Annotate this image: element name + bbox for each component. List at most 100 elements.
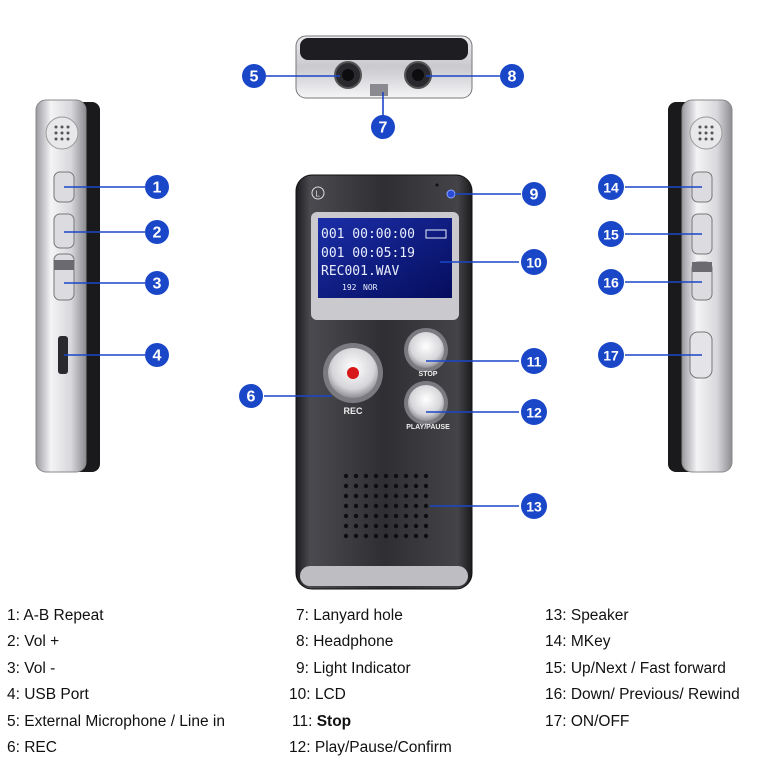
speaker-hole: [363, 503, 369, 509]
speaker-hole: [373, 473, 379, 479]
front-view: L 001 00:00:00 001 00:05:19 REC001.WAV 1…: [295, 174, 473, 590]
speaker-hole: [393, 503, 399, 509]
speaker-hole: [343, 483, 349, 489]
speaker-hole: [353, 493, 359, 499]
legend-item-9: 9: Light Indicator: [296, 660, 411, 677]
legend-item-11-number: 11:: [292, 713, 317, 730]
speaker-hole: [373, 503, 379, 509]
legend-item-5: 5: External Microphone / Line in: [7, 713, 225, 730]
callout-badge-6: 6: [239, 384, 263, 408]
svg-text:1: 1: [153, 180, 162, 197]
speaker-hole: [423, 483, 429, 489]
svg-text:4: 4: [153, 348, 162, 365]
speaker-hole: [363, 533, 369, 539]
speaker-hole: [413, 503, 419, 509]
svg-text:15: 15: [603, 227, 619, 243]
speaker-hole: [383, 523, 389, 529]
svg-text:14: 14: [603, 180, 619, 196]
speaker-hole: [423, 513, 429, 519]
svg-text:13: 13: [526, 499, 542, 515]
legend-item-11-bold: Stop: [316, 713, 352, 730]
lcd-line-3: REC001.WAV: [321, 264, 399, 279]
svg-text:17: 17: [603, 348, 619, 364]
legend-item-11: 11: Stop: [292, 713, 351, 731]
legend-item-8: 8: Headphone: [296, 633, 394, 650]
speaker-hole: [383, 493, 389, 499]
callout-badge-15: 15: [598, 221, 624, 247]
legend-item-10: 10: LCD: [289, 686, 346, 703]
legend-item-14: 14: MKey: [545, 633, 611, 650]
speaker-hole: [373, 493, 379, 499]
legend-item-3: 3: Vol -: [7, 660, 56, 677]
svg-text:5: 5: [250, 69, 259, 86]
speaker-hole: [423, 533, 429, 539]
svg-text:11: 11: [527, 354, 542, 370]
speaker-hole: [393, 483, 399, 489]
speaker-hole: [343, 473, 349, 479]
speaker-hole: [353, 513, 359, 519]
speaker-hole: [373, 513, 379, 519]
speaker-hole: [343, 503, 349, 509]
legend-item-4: 4: USB Port: [7, 686, 89, 703]
play-pause-button[interactable]: [408, 385, 444, 421]
callout-badge-4: 4: [145, 343, 169, 367]
legend-item-2: 2: Vol +: [7, 633, 60, 650]
speaker-hole: [373, 523, 379, 529]
speaker-hole: [363, 493, 369, 499]
play-pause-label: PLAY/PAUSE: [406, 424, 450, 431]
callout-badge-16: 16: [598, 269, 624, 295]
top-view-lanyard-slot: [370, 84, 388, 96]
svg-text:9: 9: [530, 187, 539, 204]
svg-text:6: 6: [247, 389, 256, 406]
speaker-hole: [363, 473, 369, 479]
speaker-hole: [393, 473, 399, 479]
svg-text:3: 3: [153, 276, 162, 293]
speaker-hole: [343, 523, 349, 529]
left-side-view: [35, 99, 100, 473]
speaker-hole: [373, 483, 379, 489]
speaker-hole: [383, 533, 389, 539]
top-view: [295, 35, 473, 99]
stop-button[interactable]: [408, 332, 444, 368]
lcd-status-1: 192: [342, 283, 357, 292]
speaker-hole: [393, 533, 399, 539]
speaker-hole: [403, 503, 409, 509]
usb-port-icon: [58, 336, 68, 374]
speaker-hole: [353, 523, 359, 529]
speaker-hole: [383, 513, 389, 519]
rec-dot-icon: [347, 367, 359, 379]
speaker-hole: [393, 523, 399, 529]
callout-badge-14: 14: [598, 174, 624, 200]
legend-item-6: 6: REC: [7, 739, 57, 756]
vol-plus-button[interactable]: [53, 213, 75, 249]
lanyard-letter: L: [316, 190, 321, 199]
lcd-status-2: NOR: [363, 283, 378, 292]
speaker-hole: [383, 503, 389, 509]
callout-badges: 1 2 3 4 5 6 7 8 9 10 11 12 13 14 15 16 1…: [145, 64, 624, 519]
device-diagram: L 001 00:00:00 001 00:05:19 REC001.WAV 1…: [35, 35, 733, 590]
speaker-hole: [363, 523, 369, 529]
speaker-hole: [423, 503, 429, 509]
speaker-hole: [353, 473, 359, 479]
svg-text:2: 2: [153, 225, 162, 242]
mic-jack-hole: [342, 69, 354, 81]
callout-badge-11: 11: [521, 348, 547, 374]
callout-badge-9: 9: [522, 182, 546, 206]
callout-badge-1: 1: [145, 175, 169, 199]
speaker-hole: [403, 523, 409, 529]
callout-badge-17: 17: [598, 342, 624, 368]
legend: 1: A-B Repeat 2: Vol + 3: Vol - 4: USB P…: [0, 600, 768, 768]
speaker-hole: [353, 503, 359, 509]
lanyard-icon: [311, 186, 325, 200]
speaker-hole: [403, 483, 409, 489]
speaker-hole: [423, 493, 429, 499]
speaker-hole: [403, 493, 409, 499]
speaker-hole: [383, 483, 389, 489]
speaker-hole: [363, 513, 369, 519]
light-indicator: [446, 189, 456, 199]
speaker-hole: [413, 533, 419, 539]
callout-badge-10: 10: [521, 249, 547, 275]
mic-hole: [435, 183, 439, 187]
speaker-hole: [423, 523, 429, 529]
legend-item-12: 12: Play/Pause/Confirm: [289, 739, 452, 756]
